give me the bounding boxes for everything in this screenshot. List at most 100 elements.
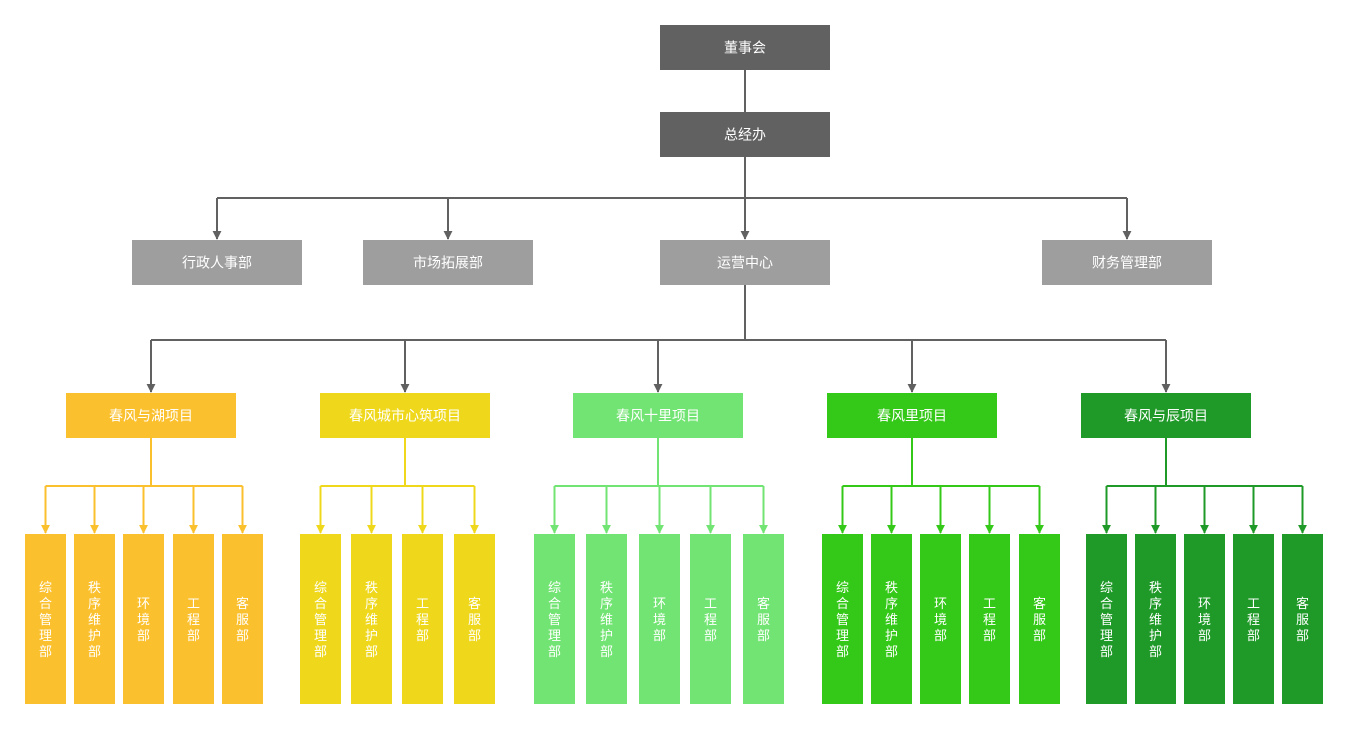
project-box-1-label: 春风城市心筑项目 [349, 408, 461, 425]
unit-box-3-4-label: 客服部 [1033, 596, 1046, 644]
unit-box-2-2: 环境部 [639, 534, 680, 704]
unit-box-0-2-label: 环境部 [137, 597, 150, 644]
unit-box-4-0: 综合管理部 [1086, 534, 1127, 704]
unit-box-0-3-bg [173, 534, 214, 704]
dept-box-0: 行政人事部 [132, 240, 302, 285]
project-box-4-label: 春风与辰项目 [1124, 409, 1208, 425]
dept-box-2: 运营中心 [660, 240, 830, 285]
unit-box-2-0-bg [534, 534, 575, 704]
unit-box-0-1-bg [74, 534, 115, 704]
dept-box-0-bg [132, 240, 302, 285]
unit-box-3-4: 客服部 [1019, 534, 1060, 704]
unit-box-1-0-bg [300, 534, 341, 704]
unit-box-0-0: 综合管理部 [25, 534, 66, 704]
unit-box-3-2-label: 环境部 [934, 597, 947, 644]
unit-box-0-0-label: 综合管理部 [39, 581, 52, 660]
project-box-2-bg [573, 393, 743, 438]
unit-box-1-2: 工程部 [402, 534, 443, 704]
dept-box-3-label: 财务管理部 [1092, 256, 1162, 272]
unit-box-1-3-bg [454, 534, 495, 704]
unit-box-2-3-bg [690, 534, 731, 704]
unit-box-1-3-label: 客服部 [468, 596, 481, 644]
unit-box-0-1: 秩序维护部 [74, 534, 115, 704]
dept-box-1-bg [363, 240, 533, 285]
board-box-label: 董事会 [724, 41, 766, 57]
unit-box-3-1: 秩序维护部 [871, 534, 912, 704]
dept-box-3-bg [1042, 240, 1212, 285]
project-box-4-bg [1081, 393, 1251, 438]
unit-box-1-0-label: 综合管理部 [314, 581, 327, 660]
unit-box-3-3: 工程部 [969, 534, 1010, 704]
project-box-0-bg [66, 393, 236, 438]
unit-box-4-0-bg [1086, 534, 1127, 704]
unit-box-0-3-label: 工程部 [187, 597, 200, 644]
unit-box-2-3: 工程部 [690, 534, 731, 704]
unit-box-4-3-bg [1233, 534, 1274, 704]
unit-box-3-4-bg [1019, 534, 1060, 704]
unit-box-3-1-bg [871, 534, 912, 704]
unit-box-2-4-label: 客服部 [757, 596, 770, 644]
gm-office-box: 总经办 [660, 112, 830, 157]
unit-box-0-4-bg [222, 534, 263, 704]
unit-box-2-2-label: 环境部 [653, 597, 666, 644]
unit-box-3-0-bg [822, 534, 863, 704]
unit-box-4-2: 环境部 [1184, 534, 1225, 704]
unit-box-4-3: 工程部 [1233, 534, 1274, 704]
unit-box-4-4-bg [1282, 534, 1323, 704]
project-box-0-label: 春风与湖项目 [109, 409, 193, 425]
unit-box-2-0-label: 综合管理部 [548, 581, 561, 660]
board-box: 董事会 [660, 25, 830, 70]
board-box-bg [660, 25, 830, 70]
dept-box-1: 市场拓展部 [363, 240, 533, 285]
unit-box-4-3-label: 工程部 [1247, 597, 1260, 644]
project-box-1: 春风城市心筑项目 [320, 393, 490, 438]
project-box-2-label: 春风十里项目 [616, 409, 700, 425]
gm-office-box-label: 总经办 [724, 128, 766, 144]
unit-box-2-1-bg [586, 534, 627, 704]
dept-box-1-label: 市场拓展部 [413, 255, 483, 272]
project-box-1-bg [320, 393, 490, 438]
unit-box-1-0: 综合管理部 [300, 534, 341, 704]
unit-box-4-1: 秩序维护部 [1135, 534, 1176, 704]
unit-box-4-0-label: 综合管理部 [1100, 581, 1113, 660]
dept-box-0-label: 行政人事部 [182, 256, 252, 272]
unit-box-1-3: 客服部 [454, 534, 495, 704]
unit-box-4-1-bg [1135, 534, 1176, 704]
project-box-4: 春风与辰项目 [1081, 393, 1251, 438]
unit-box-4-4-label: 客服部 [1296, 596, 1309, 644]
unit-box-3-3-label: 工程部 [983, 597, 996, 644]
unit-box-1-2-bg [402, 534, 443, 704]
unit-box-1-2-label: 工程部 [416, 597, 429, 644]
unit-box-0-1-label: 秩序维护部 [88, 581, 101, 660]
project-box-3-label: 春风里项目 [877, 409, 947, 425]
project-box-2: 春风十里项目 [573, 393, 743, 438]
unit-box-4-2-bg [1184, 534, 1225, 704]
connector-lines [41, 70, 1307, 534]
project-box-3: 春风里项目 [827, 393, 997, 438]
unit-box-3-2-bg [920, 534, 961, 704]
unit-box-0-2: 环境部 [123, 534, 164, 704]
project-box-0: 春风与湖项目 [66, 393, 236, 438]
dept-box-3: 财务管理部 [1042, 240, 1212, 285]
unit-box-1-1: 秩序维护部 [351, 534, 392, 704]
unit-box-3-1-label: 秩序维护部 [885, 581, 898, 660]
unit-box-2-4-bg [743, 534, 784, 704]
unit-box-4-2-label: 环境部 [1198, 597, 1211, 644]
dept-box-2-label: 运营中心 [717, 256, 773, 272]
unit-box-4-1-label: 秩序维护部 [1149, 581, 1162, 660]
unit-box-2-4: 客服部 [743, 534, 784, 704]
unit-box-1-1-bg [351, 534, 392, 704]
unit-box-0-0-bg [25, 534, 66, 704]
unit-box-0-4-label: 客服部 [236, 596, 249, 644]
unit-box-0-2-bg [123, 534, 164, 704]
unit-box-3-0: 综合管理部 [822, 534, 863, 704]
gm-office-box-bg [660, 112, 830, 157]
unit-box-2-3-label: 工程部 [704, 597, 717, 644]
unit-box-3-0-label: 综合管理部 [836, 581, 849, 660]
unit-box-3-3-bg [969, 534, 1010, 704]
unit-box-4-4: 客服部 [1282, 534, 1323, 704]
unit-box-2-1-label: 秩序维护部 [600, 581, 613, 660]
project-box-3-bg [827, 393, 997, 438]
